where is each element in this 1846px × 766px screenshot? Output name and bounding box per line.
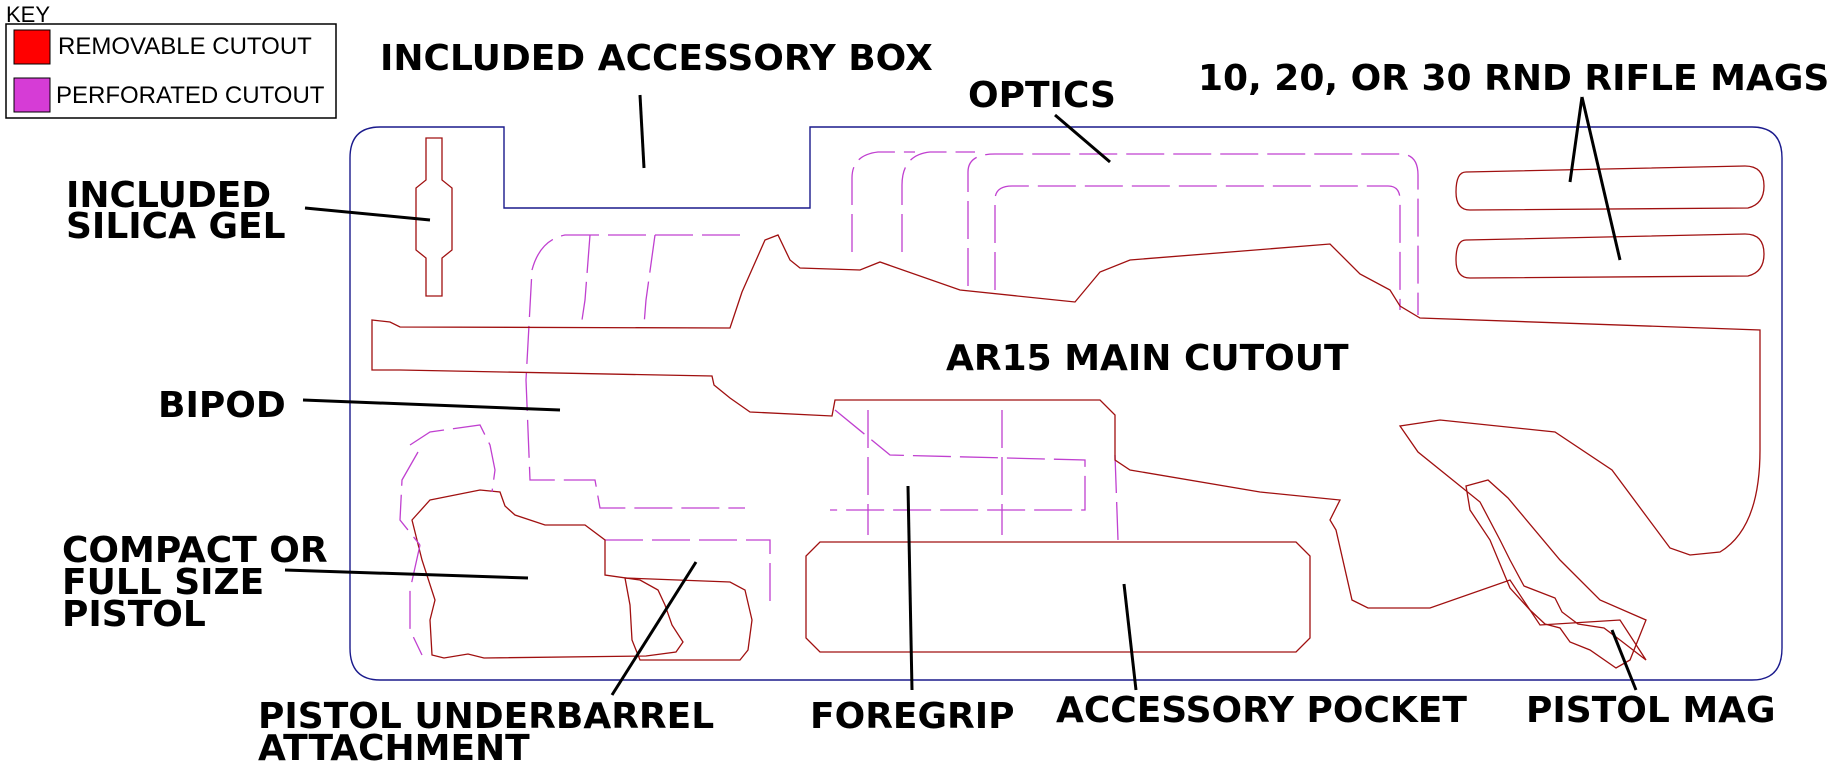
label-underbarrel-line1: PISTOL UNDERBARREL bbox=[258, 696, 714, 737]
label-pistol-line2: FULL SIZE bbox=[62, 562, 264, 603]
ar15-main-cutout bbox=[371, 234, 1761, 661]
rifle-mag-cutout-2 bbox=[1455, 233, 1765, 279]
label-rifle-mags: 10, 20, OR 30 RND RIFLE MAGS bbox=[1198, 58, 1829, 99]
label-pistol-line3: PISTOL bbox=[62, 594, 206, 635]
label-underbarrel-line2: ATTACHMENT bbox=[258, 728, 530, 766]
key-box bbox=[5, 23, 337, 119]
key-label-removable: REMOVABLE CUTOUT bbox=[58, 33, 312, 60]
label-accessory-box: INCLUDED ACCESSORY BOX bbox=[380, 38, 933, 79]
underbarrel-attachment-cutout bbox=[624, 577, 753, 661]
removable-cutout-swatch bbox=[13, 29, 51, 65]
label-bipod: BIPOD bbox=[158, 385, 286, 426]
label-accessory-pocket: ACCESSORY POCKET bbox=[1056, 690, 1467, 731]
silica-gel-cutout bbox=[415, 137, 453, 297]
label-optics: OPTICS bbox=[968, 75, 1116, 116]
label-silica-gel-line2: SILICA GEL bbox=[66, 206, 286, 247]
label-pistol-line1: COMPACT OR bbox=[62, 530, 328, 571]
pistol-mag-cutout bbox=[1465, 479, 1647, 669]
rifle-mag-cutout-1 bbox=[1455, 165, 1765, 211]
bipod-perforated-cutouts bbox=[525, 234, 1119, 610]
label-foregrip: FOREGRIP bbox=[810, 696, 1015, 737]
optics-perforated-cutouts bbox=[851, 151, 1419, 315]
case-outline bbox=[349, 126, 1783, 681]
perforated-cutout-swatch bbox=[13, 77, 51, 113]
label-ar15-main-cutout: AR15 MAIN CUTOUT bbox=[946, 338, 1349, 379]
key-legend: KEY REMOVABLE CUTOUT PERFORATED CUTOUT bbox=[5, 2, 337, 119]
label-silica-gel-line1: INCLUDED bbox=[66, 175, 271, 216]
key-title: KEY bbox=[6, 2, 50, 27]
pistol-cutout bbox=[411, 489, 684, 659]
pistol-perforated-outline bbox=[399, 424, 496, 656]
label-pistol-mag: PISTOL MAG bbox=[1526, 690, 1776, 731]
accessory-pocket-cutout bbox=[805, 541, 1311, 653]
key-label-perforated: PERFORATED CUTOUT bbox=[56, 82, 325, 109]
leader-lines bbox=[284, 94, 1638, 696]
